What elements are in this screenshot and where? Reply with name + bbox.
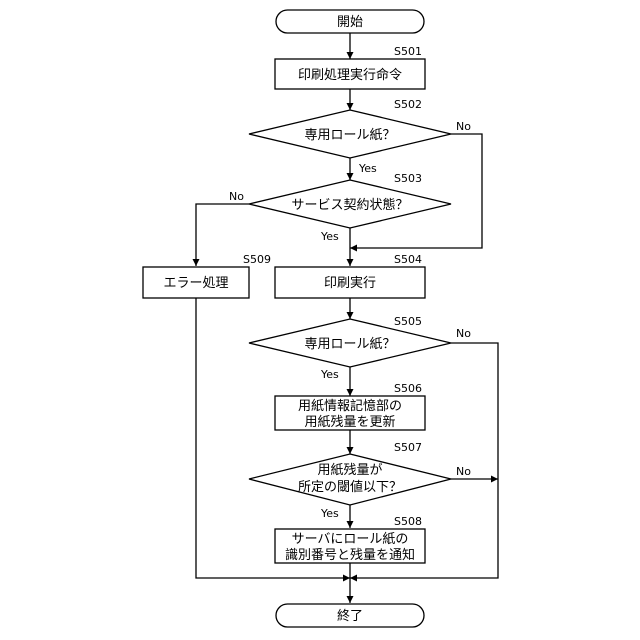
decision-s503: S503 サービス契約状態？ xyxy=(249,172,451,228)
step-id-s502: S502 xyxy=(394,98,422,111)
step-text-s505: 専用ロール紙？ xyxy=(304,337,395,352)
step-s509: S509 エラー処理 xyxy=(143,253,271,298)
step-text-s504: 印刷実行 xyxy=(324,275,376,291)
step-text-s501: 印刷処理実行命令 xyxy=(298,67,402,83)
edge-s503-no xyxy=(196,204,249,266)
label-s505-yes: Yes xyxy=(320,368,339,381)
label-s503-yes: Yes xyxy=(320,230,339,243)
step-text-s508-line1: サーバにロール紙の xyxy=(292,532,409,547)
label-s507-no: No xyxy=(456,465,471,478)
step-id-s509: S509 xyxy=(243,253,271,266)
decision-s505: S505 専用ロール紙？ xyxy=(249,315,451,367)
step-id-s506: S506 xyxy=(394,382,422,395)
step-text-s506-line1: 用紙情報記憶部の xyxy=(298,398,402,414)
step-id-s501: S501 xyxy=(394,45,422,58)
step-text-s508-line2: 識別番号と残量を通知 xyxy=(285,547,415,563)
label-s502-no: No xyxy=(456,120,471,133)
step-text-s507-line2: 所定の閾値以下？ xyxy=(298,479,402,495)
step-text-s509: エラー処理 xyxy=(163,276,228,291)
step-text-s502: 専用ロール紙？ xyxy=(304,128,395,143)
end-label: 終了 xyxy=(337,608,363,624)
step-text-s507-line1: 用紙残量が xyxy=(317,463,382,478)
label-s502-yes: Yes xyxy=(358,162,377,175)
step-text-s506-line2: 用紙残量を更新 xyxy=(304,414,395,430)
start-terminal: 開始 xyxy=(276,10,424,33)
step-id-s508: S508 xyxy=(394,515,422,528)
step-id-s505: S505 xyxy=(394,315,422,328)
end-terminal: 終了 xyxy=(276,604,424,627)
label-s505-no: No xyxy=(456,327,471,340)
label-s503-no: No xyxy=(229,190,244,203)
label-s507-yes: Yes xyxy=(320,507,339,520)
step-text-s503: サービス契約状態？ xyxy=(291,197,408,213)
start-label: 開始 xyxy=(337,15,363,30)
step-id-s504: S504 xyxy=(394,253,422,266)
step-id-s503: S503 xyxy=(394,172,422,185)
step-id-s507: S507 xyxy=(394,441,422,454)
